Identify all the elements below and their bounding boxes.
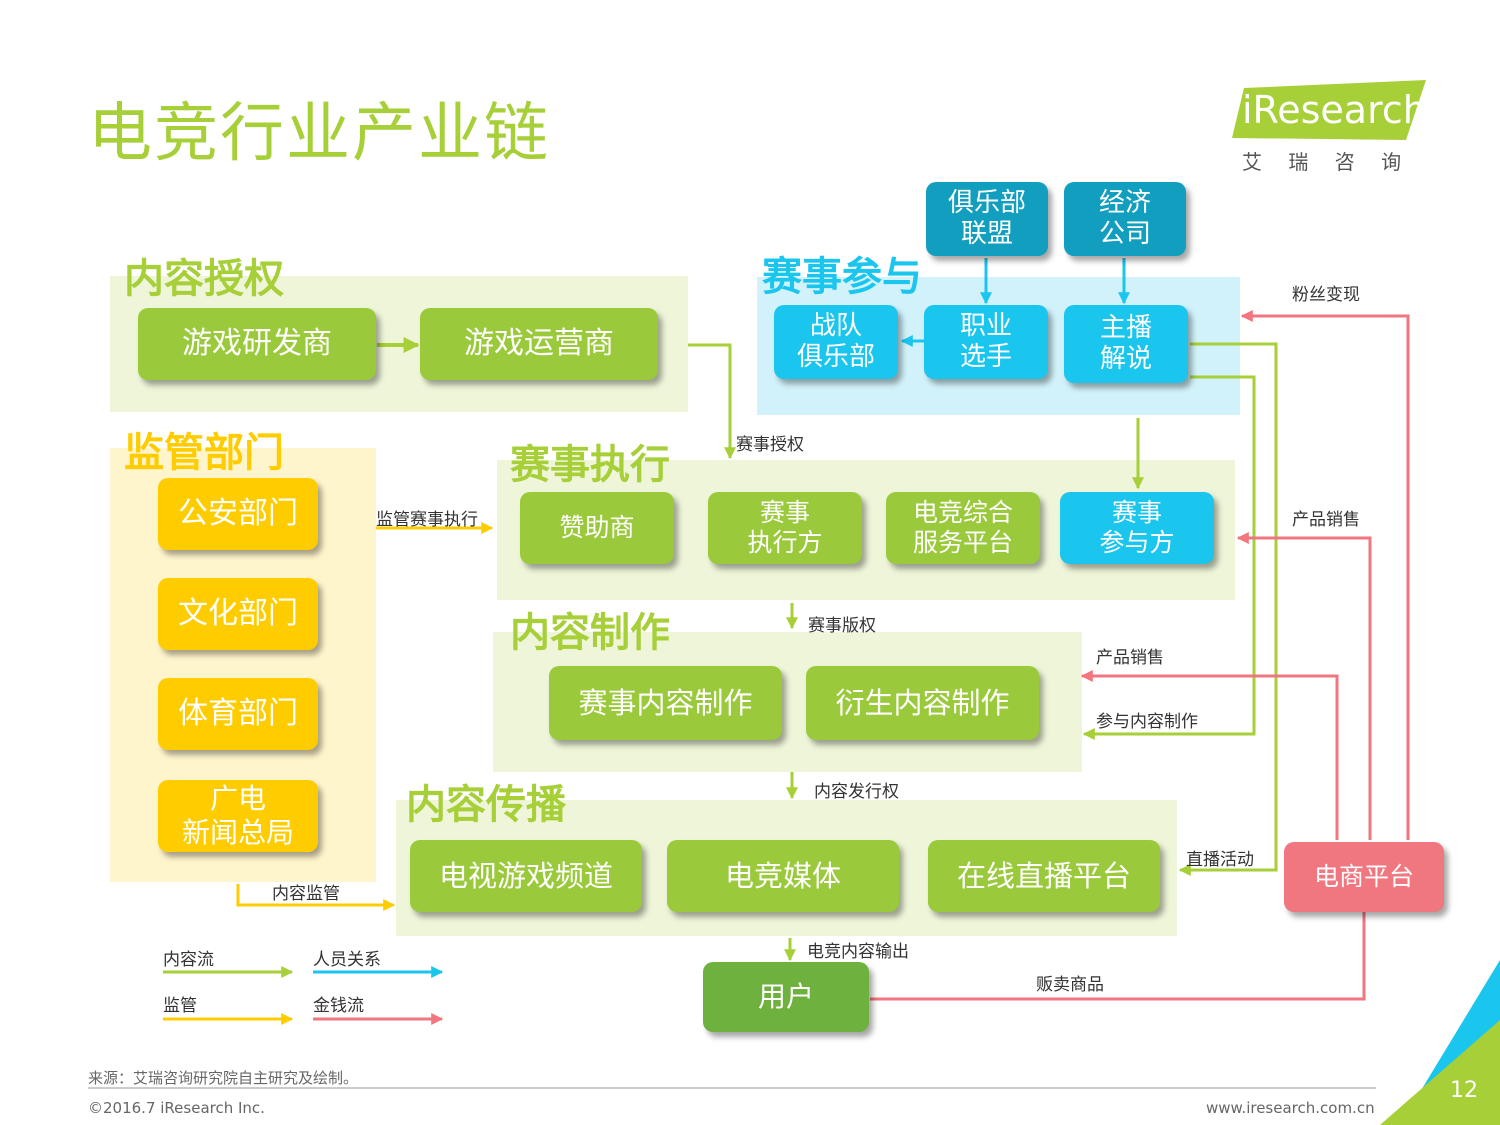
label-product-sales-1: 产品销售 (1292, 510, 1360, 530)
node-pro-player: 职业 选手 (924, 305, 1048, 379)
node-game-operator: 游戏运营商 (420, 308, 658, 380)
node-sports: 体育部门 (158, 678, 318, 750)
label-product-sales-2: 产品销售 (1096, 648, 1164, 668)
node-sponsor: 赞助商 (520, 492, 674, 564)
legend-supervision: 监管 (163, 996, 197, 1016)
node-ecommerce: 电商平台 (1284, 842, 1444, 912)
arrow-content-participate (1082, 375, 1256, 740)
node-event-participant: 赛事 参与方 (1060, 492, 1214, 564)
node-event-content: 赛事内容制作 (549, 666, 782, 740)
node-esports-media: 电竞媒体 (667, 840, 899, 912)
section-regulation: 监管部门 (124, 430, 284, 476)
arrow-fan-monetize (1240, 310, 1410, 840)
arrow-product-sales-2 (1080, 670, 1339, 840)
page-number: 12 (1450, 1078, 1478, 1103)
logo-brand: iResearch (1242, 88, 1427, 132)
node-culture: 文化部门 (158, 578, 318, 650)
node-event-executor: 赛事 执行方 (708, 492, 862, 564)
node-sarft: 广电 新闻总局 (158, 780, 318, 852)
section-content-distribution: 内容传播 (406, 782, 566, 828)
node-streamer: 主播 解说 (1064, 305, 1188, 383)
node-game-developer: 游戏研发商 (138, 308, 376, 380)
arrow-live-activity (1178, 342, 1278, 876)
node-derived-content: 衍生内容制作 (806, 666, 1039, 740)
label-live-activity: 直播活动 (1186, 850, 1254, 870)
node-esports-service: 电竞综合 服务平台 (886, 492, 1040, 564)
label-fan-monetize: 粉丝变现 (1292, 285, 1360, 305)
arrow-content-supervise (236, 884, 396, 911)
legend-personnel: 人员关系 (313, 950, 381, 970)
iresearch-logo (1232, 80, 1426, 140)
page-title: 电竞行业产业链 (88, 97, 550, 171)
node-club-league: 俱乐部 联盟 (926, 182, 1048, 256)
label-content-supervise: 内容监管 (272, 884, 340, 904)
legend-money-flow: 金钱流 (313, 996, 364, 1016)
label-event-copyright: 赛事版权 (808, 616, 876, 636)
section-event-participation: 赛事参与 (762, 254, 922, 300)
label-supervise-event: 监管赛事执行 (376, 510, 478, 530)
node-tv-channel: 电视游戏频道 (410, 840, 642, 912)
node-live-platform: 在线直播平台 (928, 840, 1160, 912)
arrow-product-sales-1 (1236, 532, 1372, 840)
footer-source: 来源：艾瑞咨询研究院自主研究及绘制。 (88, 1069, 359, 1087)
legend-content-flow: 内容流 (163, 950, 214, 970)
section-content-license: 内容授权 (124, 256, 284, 302)
logo-subtitle: 艾 瑞 咨 询 (1242, 150, 1412, 174)
label-content-participate: 参与内容制作 (1096, 712, 1198, 732)
label-content-publish: 内容发行权 (814, 782, 899, 802)
label-esports-output: 电竞内容输出 (807, 942, 909, 962)
node-agency: 经济 公司 (1064, 182, 1186, 256)
node-user: 用户 (703, 962, 869, 1032)
corner-decoration (1380, 960, 1500, 1125)
label-sell-goods: 贩卖商品 (1036, 975, 1104, 995)
node-team-club: 战队 俱乐部 (774, 305, 898, 379)
label-event-license: 赛事授权 (736, 435, 804, 455)
section-content-production: 内容制作 (510, 610, 670, 656)
footer-copyright: ©2016.7 iResearch Inc. (88, 1099, 265, 1117)
arrow-sell-goods (870, 912, 1366, 1001)
section-event-execution: 赛事执行 (510, 442, 670, 488)
arrow-event-license (688, 343, 736, 460)
footer-website: www.iresearch.com.cn (1206, 1099, 1375, 1117)
node-police: 公安部门 (158, 478, 318, 550)
